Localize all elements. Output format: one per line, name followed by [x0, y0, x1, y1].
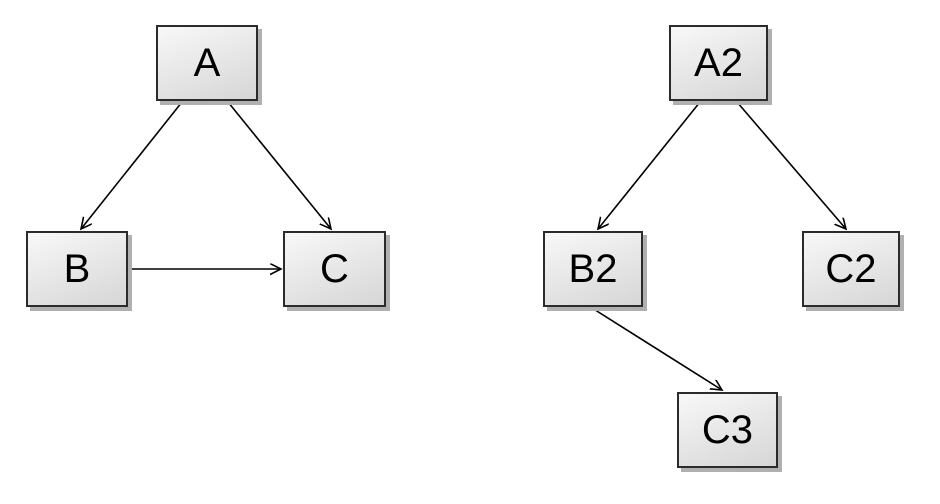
edge-A2-B2	[598, 101, 701, 229]
node-label: A	[193, 41, 221, 85]
node-label: A2	[694, 41, 743, 85]
node-B2: B2	[543, 231, 643, 307]
node-C: C	[283, 231, 386, 307]
edge-B2-C3	[591, 307, 722, 390]
node-label: C2	[825, 247, 877, 291]
node-A2: A2	[669, 25, 768, 101]
edge-A2-C2	[736, 101, 846, 229]
node-label: B	[63, 247, 91, 291]
edges	[81, 101, 846, 390]
node-label: C	[320, 247, 349, 291]
node-label: C3	[701, 408, 754, 452]
node-C3: C3	[677, 392, 778, 468]
node-A: A	[156, 25, 258, 101]
edge-A-B	[81, 101, 183, 229]
node-B: B	[26, 231, 128, 307]
edge-A-C	[227, 101, 331, 229]
node-label: B2	[568, 247, 618, 291]
node-C2: C2	[802, 231, 900, 307]
